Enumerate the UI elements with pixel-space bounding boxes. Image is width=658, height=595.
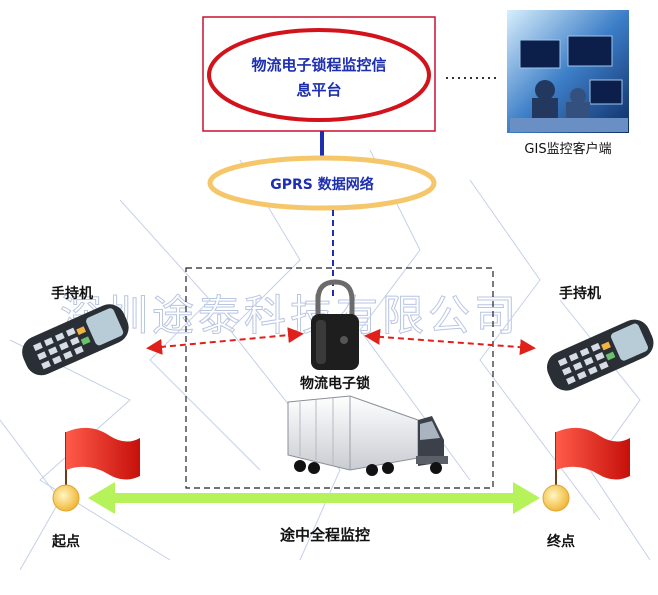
- gis-monitoring-photo: [507, 10, 629, 133]
- platform-title-line1: 物流电子锁程监控信: [251, 56, 386, 74]
- lock-label: 物流电子锁: [300, 375, 370, 392]
- watermark-text: 深圳途泰科技有限公司: [60, 292, 520, 339]
- end-label: 终点: [547, 533, 575, 550]
- end-point-marker[interactable]: [543, 485, 569, 511]
- gprs-network-label: GPRS 数据网络: [270, 176, 374, 193]
- gis-client-label: GIS监控客户端: [524, 141, 611, 157]
- start-label: 起点: [51, 533, 80, 550]
- platform-title-line2: 息平台: [296, 81, 341, 99]
- truck-icon[interactable]: [288, 396, 448, 476]
- handheld-right-label: 手持机: [559, 285, 601, 302]
- start-point-marker[interactable]: [53, 485, 79, 511]
- start-flag-icon: [66, 428, 140, 492]
- route-arrow: [88, 482, 540, 514]
- platform-ellipse[interactable]: [209, 30, 429, 120]
- handheld-terminal-icon-right[interactable]: [542, 314, 658, 395]
- end-flag-icon: [556, 428, 630, 492]
- handheld-left-label: 手持机: [51, 285, 93, 302]
- route-label: 途中全程监控: [280, 526, 370, 544]
